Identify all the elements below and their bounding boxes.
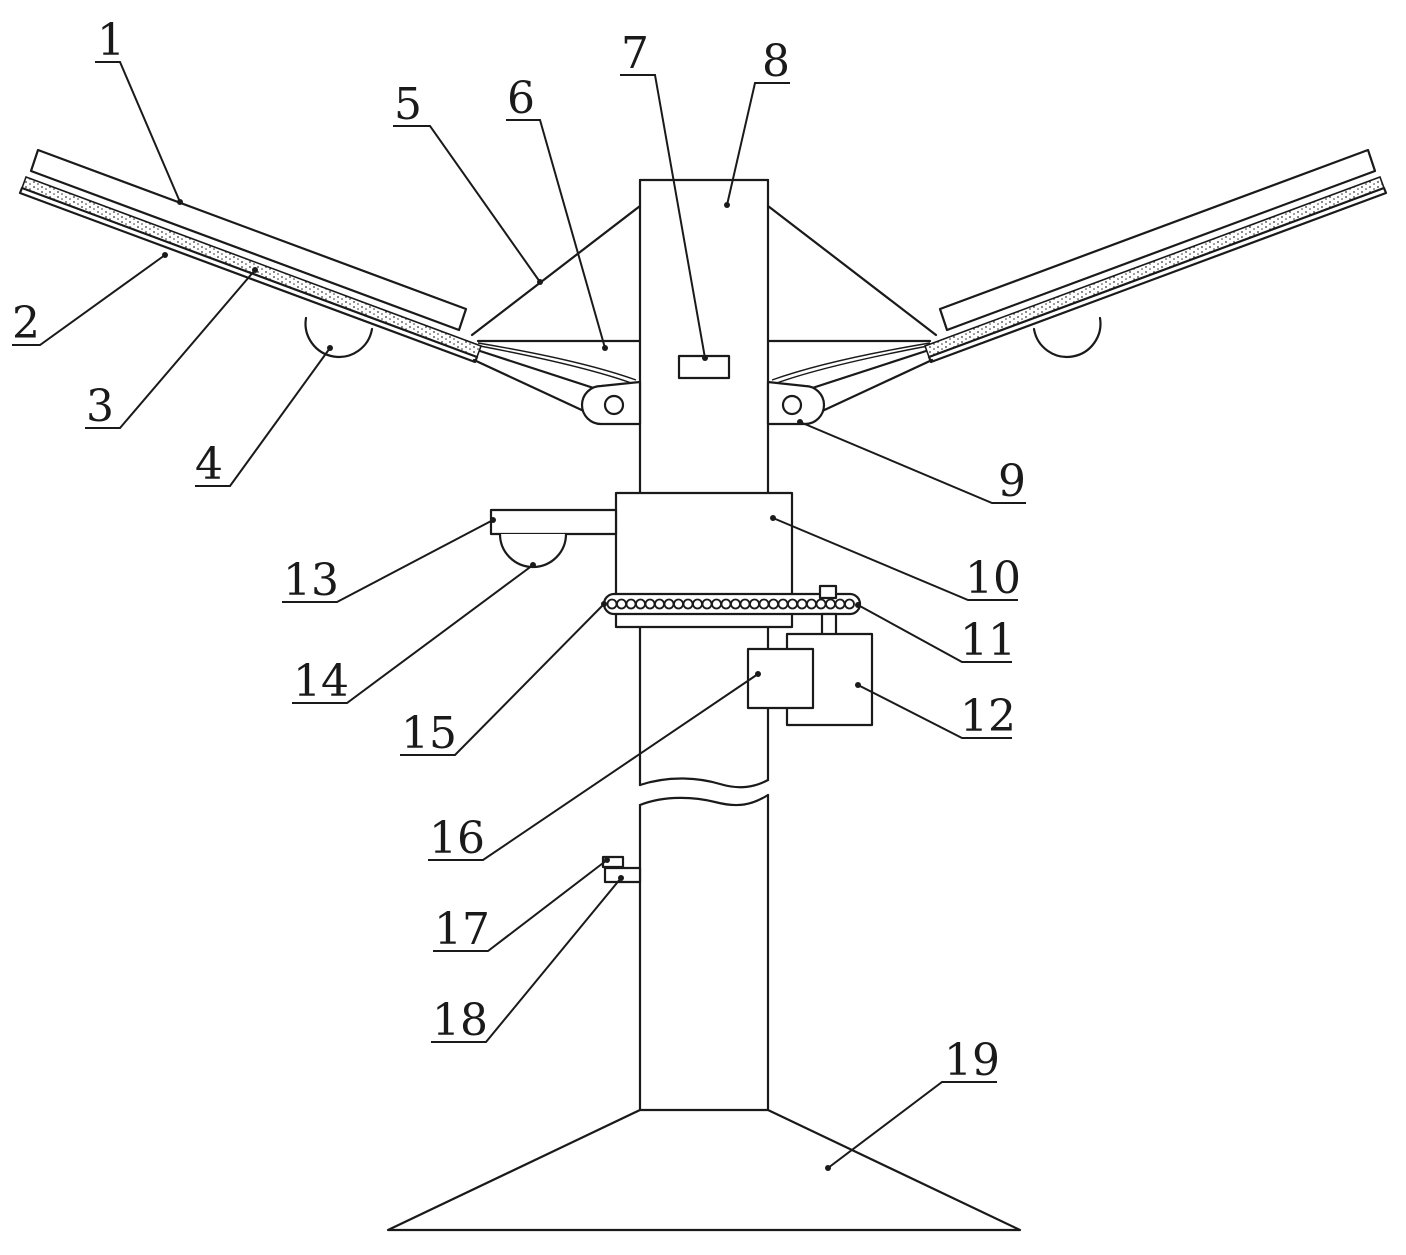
lamp-arm xyxy=(489,508,618,569)
label-7: 7 xyxy=(621,28,649,79)
label-8: 8 xyxy=(762,36,790,87)
label-16: 16 xyxy=(429,813,485,864)
label-19: 19 xyxy=(944,1035,1000,1086)
left-panel-arm xyxy=(18,148,642,426)
right-panel-arm xyxy=(766,148,1388,426)
label-4: 4 xyxy=(195,439,223,490)
label-18: 18 xyxy=(432,995,488,1046)
label-5: 5 xyxy=(394,79,422,130)
label-6: 6 xyxy=(507,73,535,124)
main-pole xyxy=(638,178,770,1112)
label-3: 3 xyxy=(86,381,114,432)
base xyxy=(386,1108,1022,1232)
gear-tooth xyxy=(844,598,855,610)
label-11: 11 xyxy=(960,615,1016,666)
leader-lines xyxy=(12,61,1026,1171)
label-9: 9 xyxy=(998,456,1026,507)
support-frame xyxy=(470,204,938,385)
label-1: 1 xyxy=(97,15,125,66)
label-2: 2 xyxy=(12,298,40,349)
controller-box xyxy=(746,647,815,710)
label-14: 14 xyxy=(293,656,349,707)
small-fixture xyxy=(601,855,642,884)
part-labels: 1 2 3 4 5 6 7 8 9 10 11 12 13 14 15 16 1… xyxy=(12,15,1026,1086)
label-12: 12 xyxy=(960,691,1016,742)
label-17: 17 xyxy=(434,904,490,955)
label-10: 10 xyxy=(965,553,1021,604)
label-13: 13 xyxy=(283,555,339,606)
pinion-gear xyxy=(818,584,838,638)
label-15: 15 xyxy=(401,708,457,759)
